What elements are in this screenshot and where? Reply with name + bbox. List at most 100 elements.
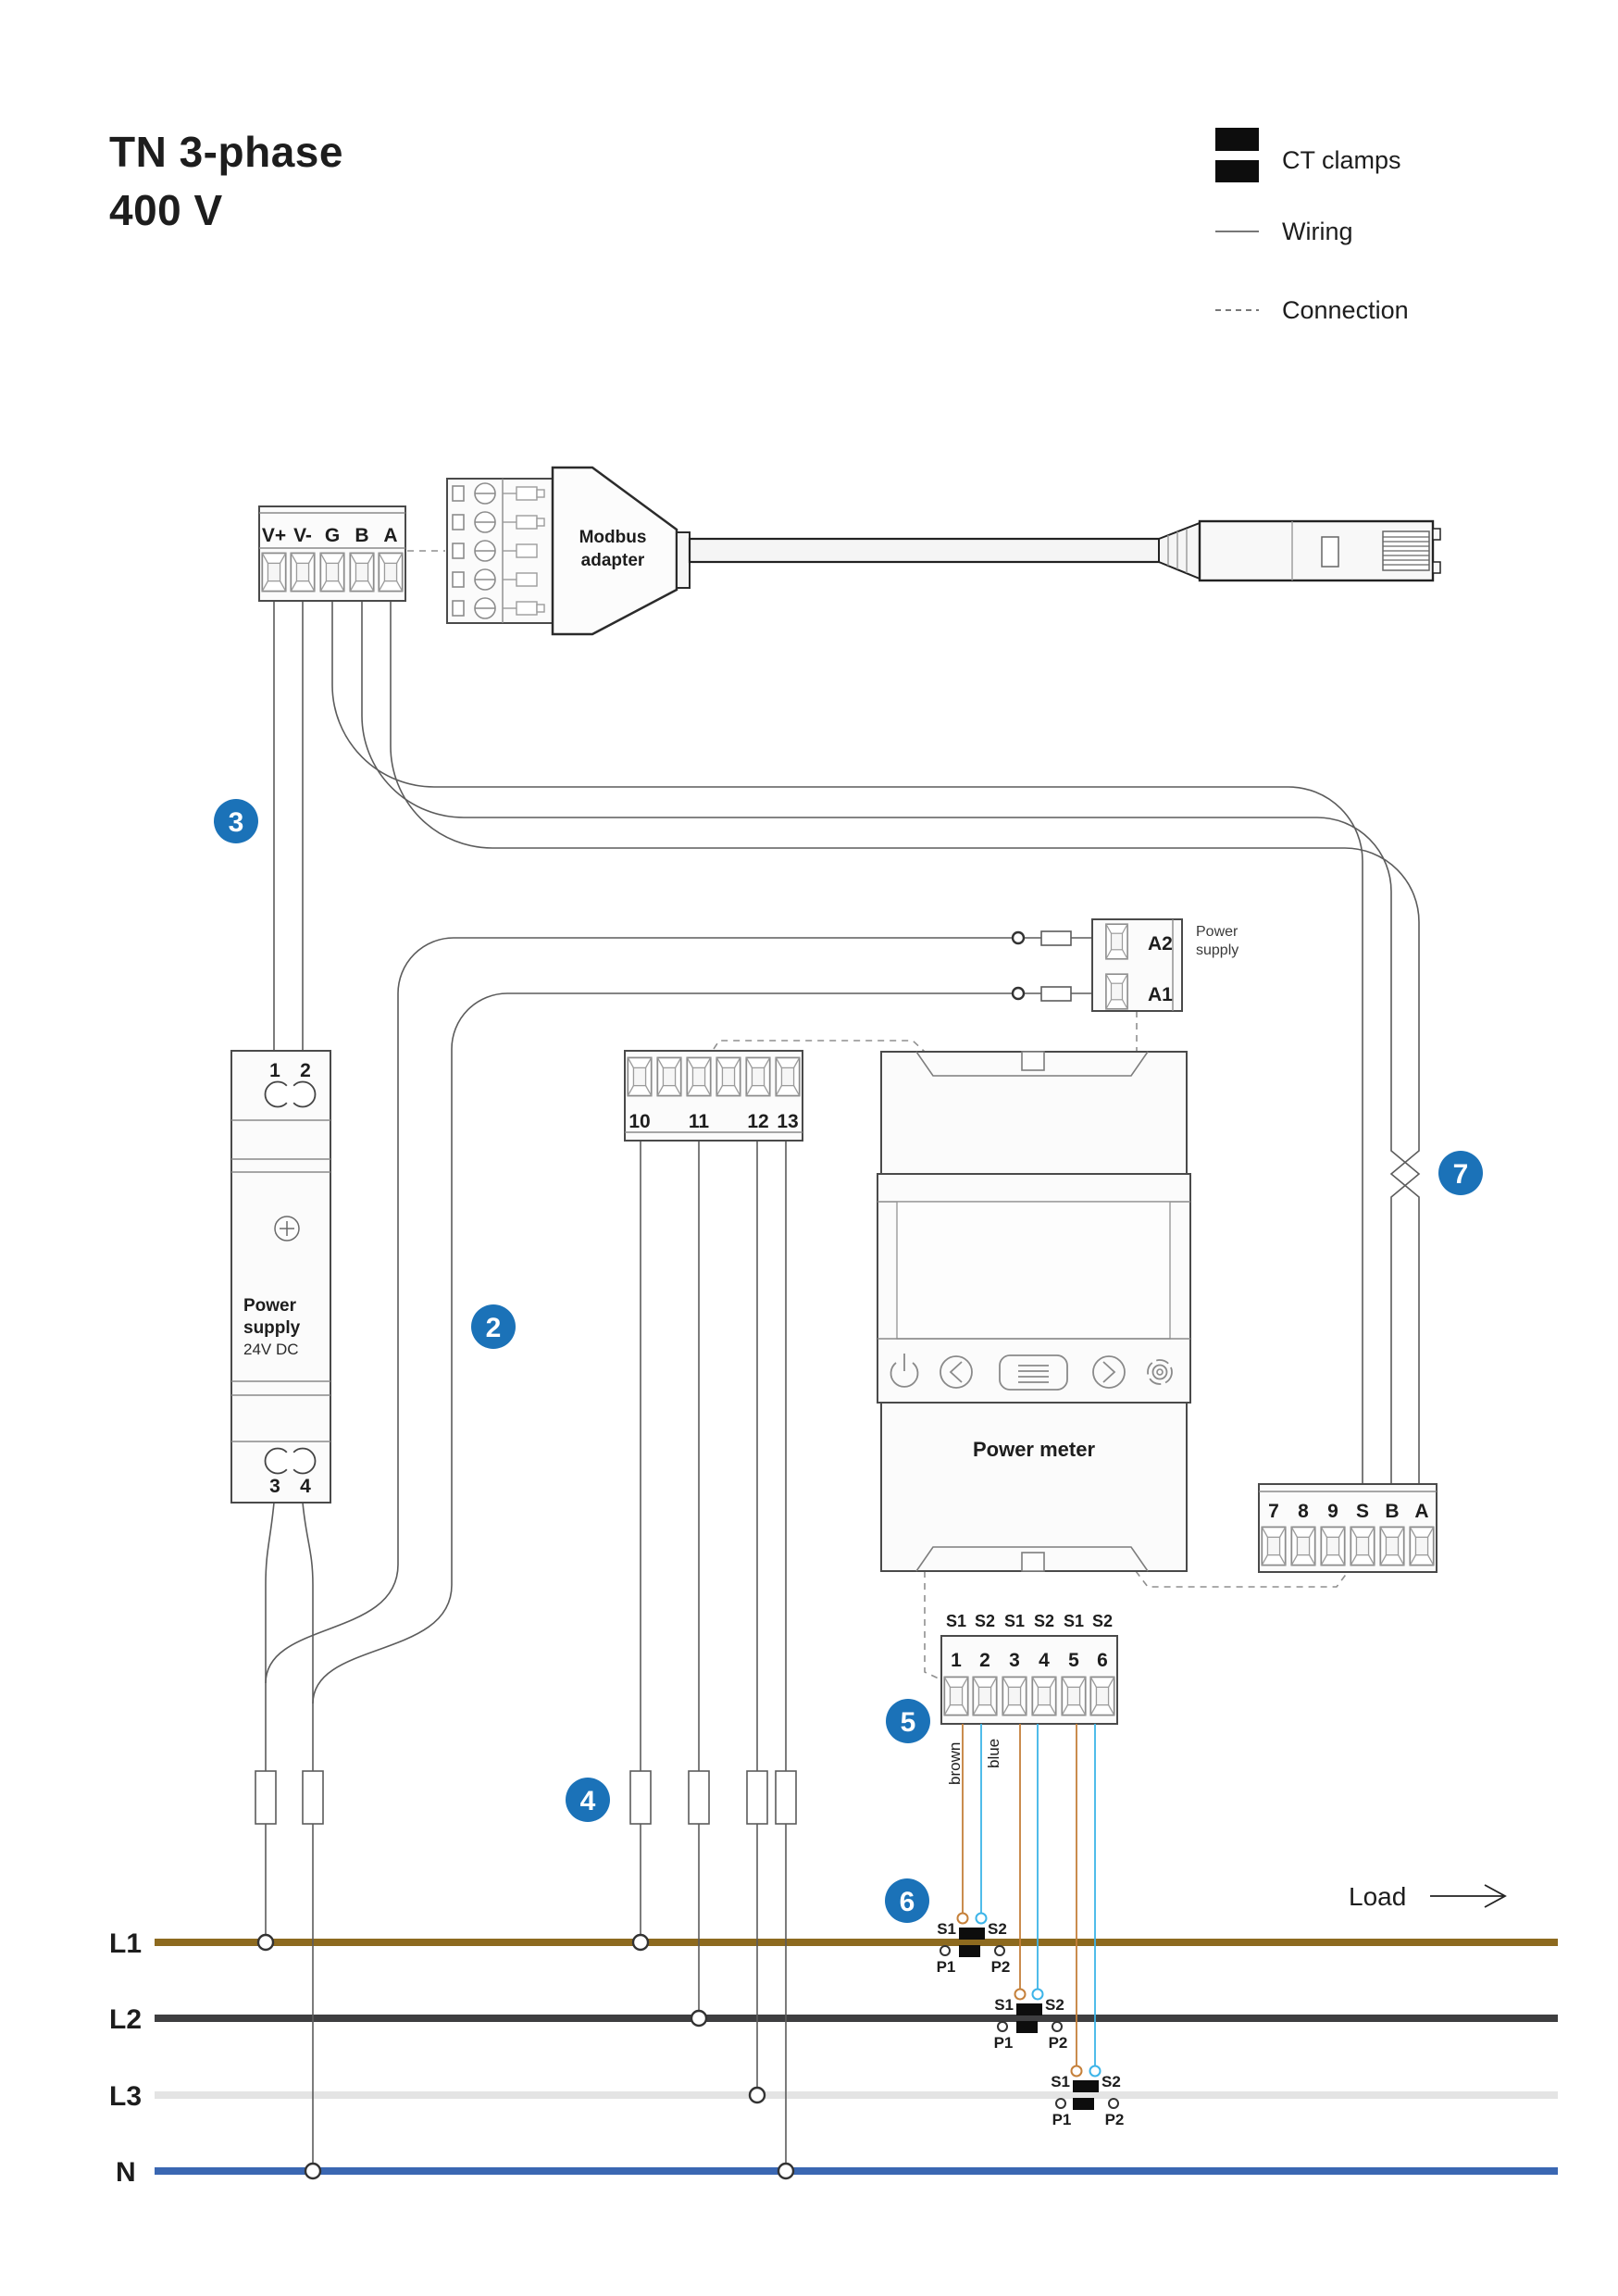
wire-ps4-n (302, 1502, 314, 2163)
adapter-neck (676, 531, 691, 589)
ct-header-s1b: S1 (1004, 1612, 1025, 1630)
legend-connection-label: Connection (1282, 296, 1409, 324)
voltage-label-12: 12 (747, 1111, 768, 1132)
clamp-s1-label: S1 (937, 1920, 956, 1938)
svg-text:5: 5 (901, 1707, 916, 1738)
p2-dot (994, 1945, 1005, 1956)
badge-5: 5 (886, 1699, 930, 1743)
terminal (1061, 1676, 1087, 1716)
wires (265, 595, 1421, 2163)
voltage-label-13: 13 (777, 1111, 798, 1132)
s2-terminal-dot (1089, 2065, 1101, 2078)
terminal (656, 1056, 682, 1097)
junction-a1 (1011, 986, 1026, 1001)
clamp-s2-label: S2 (1045, 1996, 1064, 2014)
clamp-p2-label: P2 (1105, 2111, 1125, 2128)
meter-top-notch (915, 1051, 1149, 1077)
terminal (1031, 1676, 1057, 1716)
aux-label-a2: A2 (1148, 933, 1173, 955)
ct-num-6: 6 (1097, 1650, 1108, 1671)
comm-label-8: 8 (1298, 1501, 1309, 1522)
title-line2: 400 V (109, 186, 223, 234)
dash-meter-ctblock (924, 1571, 941, 1680)
fuse-n-ps (302, 1770, 324, 1825)
voltage-terminal-block: 10 11 12 13 (624, 1050, 803, 1142)
ct-header-s1c: S1 (1064, 1612, 1084, 1630)
aux-caption1: Power (1196, 924, 1238, 940)
badge-2: 2 (471, 1304, 516, 1349)
adapter-label1: Modbus (579, 528, 647, 547)
junction-13-n (777, 2162, 795, 2180)
power-button-icon[interactable] (890, 1354, 919, 1388)
load-label: Load (1349, 1882, 1406, 1911)
wire-a-to-a (390, 595, 1420, 1484)
fuses (255, 930, 1072, 1825)
meter-buttons (890, 1354, 1173, 1391)
terminal (972, 1676, 998, 1716)
label-l2: L2 (109, 2004, 142, 2035)
adapter-pins (503, 486, 545, 616)
meter-bottom-tab (1021, 1552, 1045, 1572)
wire-b-to-b (361, 595, 1421, 1484)
gateway-terminal-block: V+ V- G B A (258, 505, 406, 602)
adapter-screws (452, 482, 496, 619)
ct-header-s1a: S1 (946, 1612, 966, 1630)
wire-color-blue-label: blue (985, 1739, 1002, 1768)
svg-text:6: 6 (900, 1887, 915, 1917)
badge-7: 7 (1438, 1151, 1483, 1195)
meter-top-tab (1021, 1051, 1045, 1071)
legend: CT clamps Wiring Connection (1215, 128, 1409, 324)
clamp-p2-label: P2 (991, 1958, 1011, 1976)
fuse-10 (629, 1770, 652, 1825)
p2-dot (1052, 2021, 1063, 2032)
next-button[interactable] (1092, 1355, 1126, 1389)
aux-label-a1: A1 (1148, 984, 1173, 1005)
ct-terminal-block: S1 S2 S1 S2 S1 S2 1 2 3 4 5 6 (940, 1612, 1118, 1725)
ps-top-socket (264, 1080, 317, 1108)
setup-icon[interactable] (1147, 1359, 1173, 1385)
ct-header-s2c: S2 (1092, 1612, 1113, 1630)
comm-terminal-block: 7 8 9 S B A (1258, 1483, 1438, 1573)
comm-label-9: 9 (1327, 1501, 1338, 1522)
wire-a1 (312, 992, 1095, 1704)
p1-dot (940, 1945, 951, 1956)
prev-button[interactable] (940, 1355, 973, 1389)
terminal (1261, 1526, 1287, 1566)
gateway-label-vminus: V- (293, 525, 312, 546)
phase-lines: L1 L2 L3 N Load (109, 1882, 1558, 2188)
terminal (349, 552, 375, 593)
menu-button[interactable] (999, 1354, 1068, 1391)
voltage-label-11: 11 (689, 1111, 710, 1132)
fuse-a1 (1040, 986, 1072, 1002)
label-l1: L1 (109, 1928, 142, 1959)
terminal (1104, 923, 1129, 960)
wire-g-to-s (331, 595, 1363, 1484)
ct-num-4: 4 (1039, 1650, 1050, 1671)
ct-clamp-upper (1073, 2080, 1099, 2092)
ps-rating: 24V DC (243, 1341, 299, 1358)
svg-text:7: 7 (1453, 1159, 1469, 1190)
ct-header-s2b: S2 (1034, 1612, 1054, 1630)
badge-3: 3 (214, 799, 258, 843)
fuse-13 (775, 1770, 797, 1825)
gateway-label-b: B (355, 525, 368, 546)
dashed-connections (407, 550, 1349, 1680)
comm-label-b: B (1385, 1501, 1399, 1522)
meter-label: Power meter (973, 1438, 1095, 1461)
svg-text:3: 3 (229, 807, 244, 838)
meter-screen (896, 1201, 1171, 1340)
legend-ct-clamps-label: CT clamps (1282, 146, 1401, 174)
power-supply: 1 2 Power supply 24V DC 3 4 (230, 1050, 331, 1504)
ps-name1: Power (243, 1296, 297, 1316)
junctions (256, 1933, 795, 2180)
step-badges: 3 2 7 4 5 6 (214, 799, 1483, 1923)
ct-clamp-l2: S1 S2 P1 P2 (994, 1988, 1067, 2052)
terminal (716, 1056, 741, 1097)
terminal (745, 1056, 771, 1097)
comm-label-s: S (1356, 1501, 1369, 1522)
ct-clamp-upper (959, 1928, 985, 1940)
badge-6: 6 (885, 1878, 929, 1923)
page-title: TN 3-phase 400 V (109, 128, 342, 234)
ct-wires: brown blue (946, 1724, 1096, 2065)
